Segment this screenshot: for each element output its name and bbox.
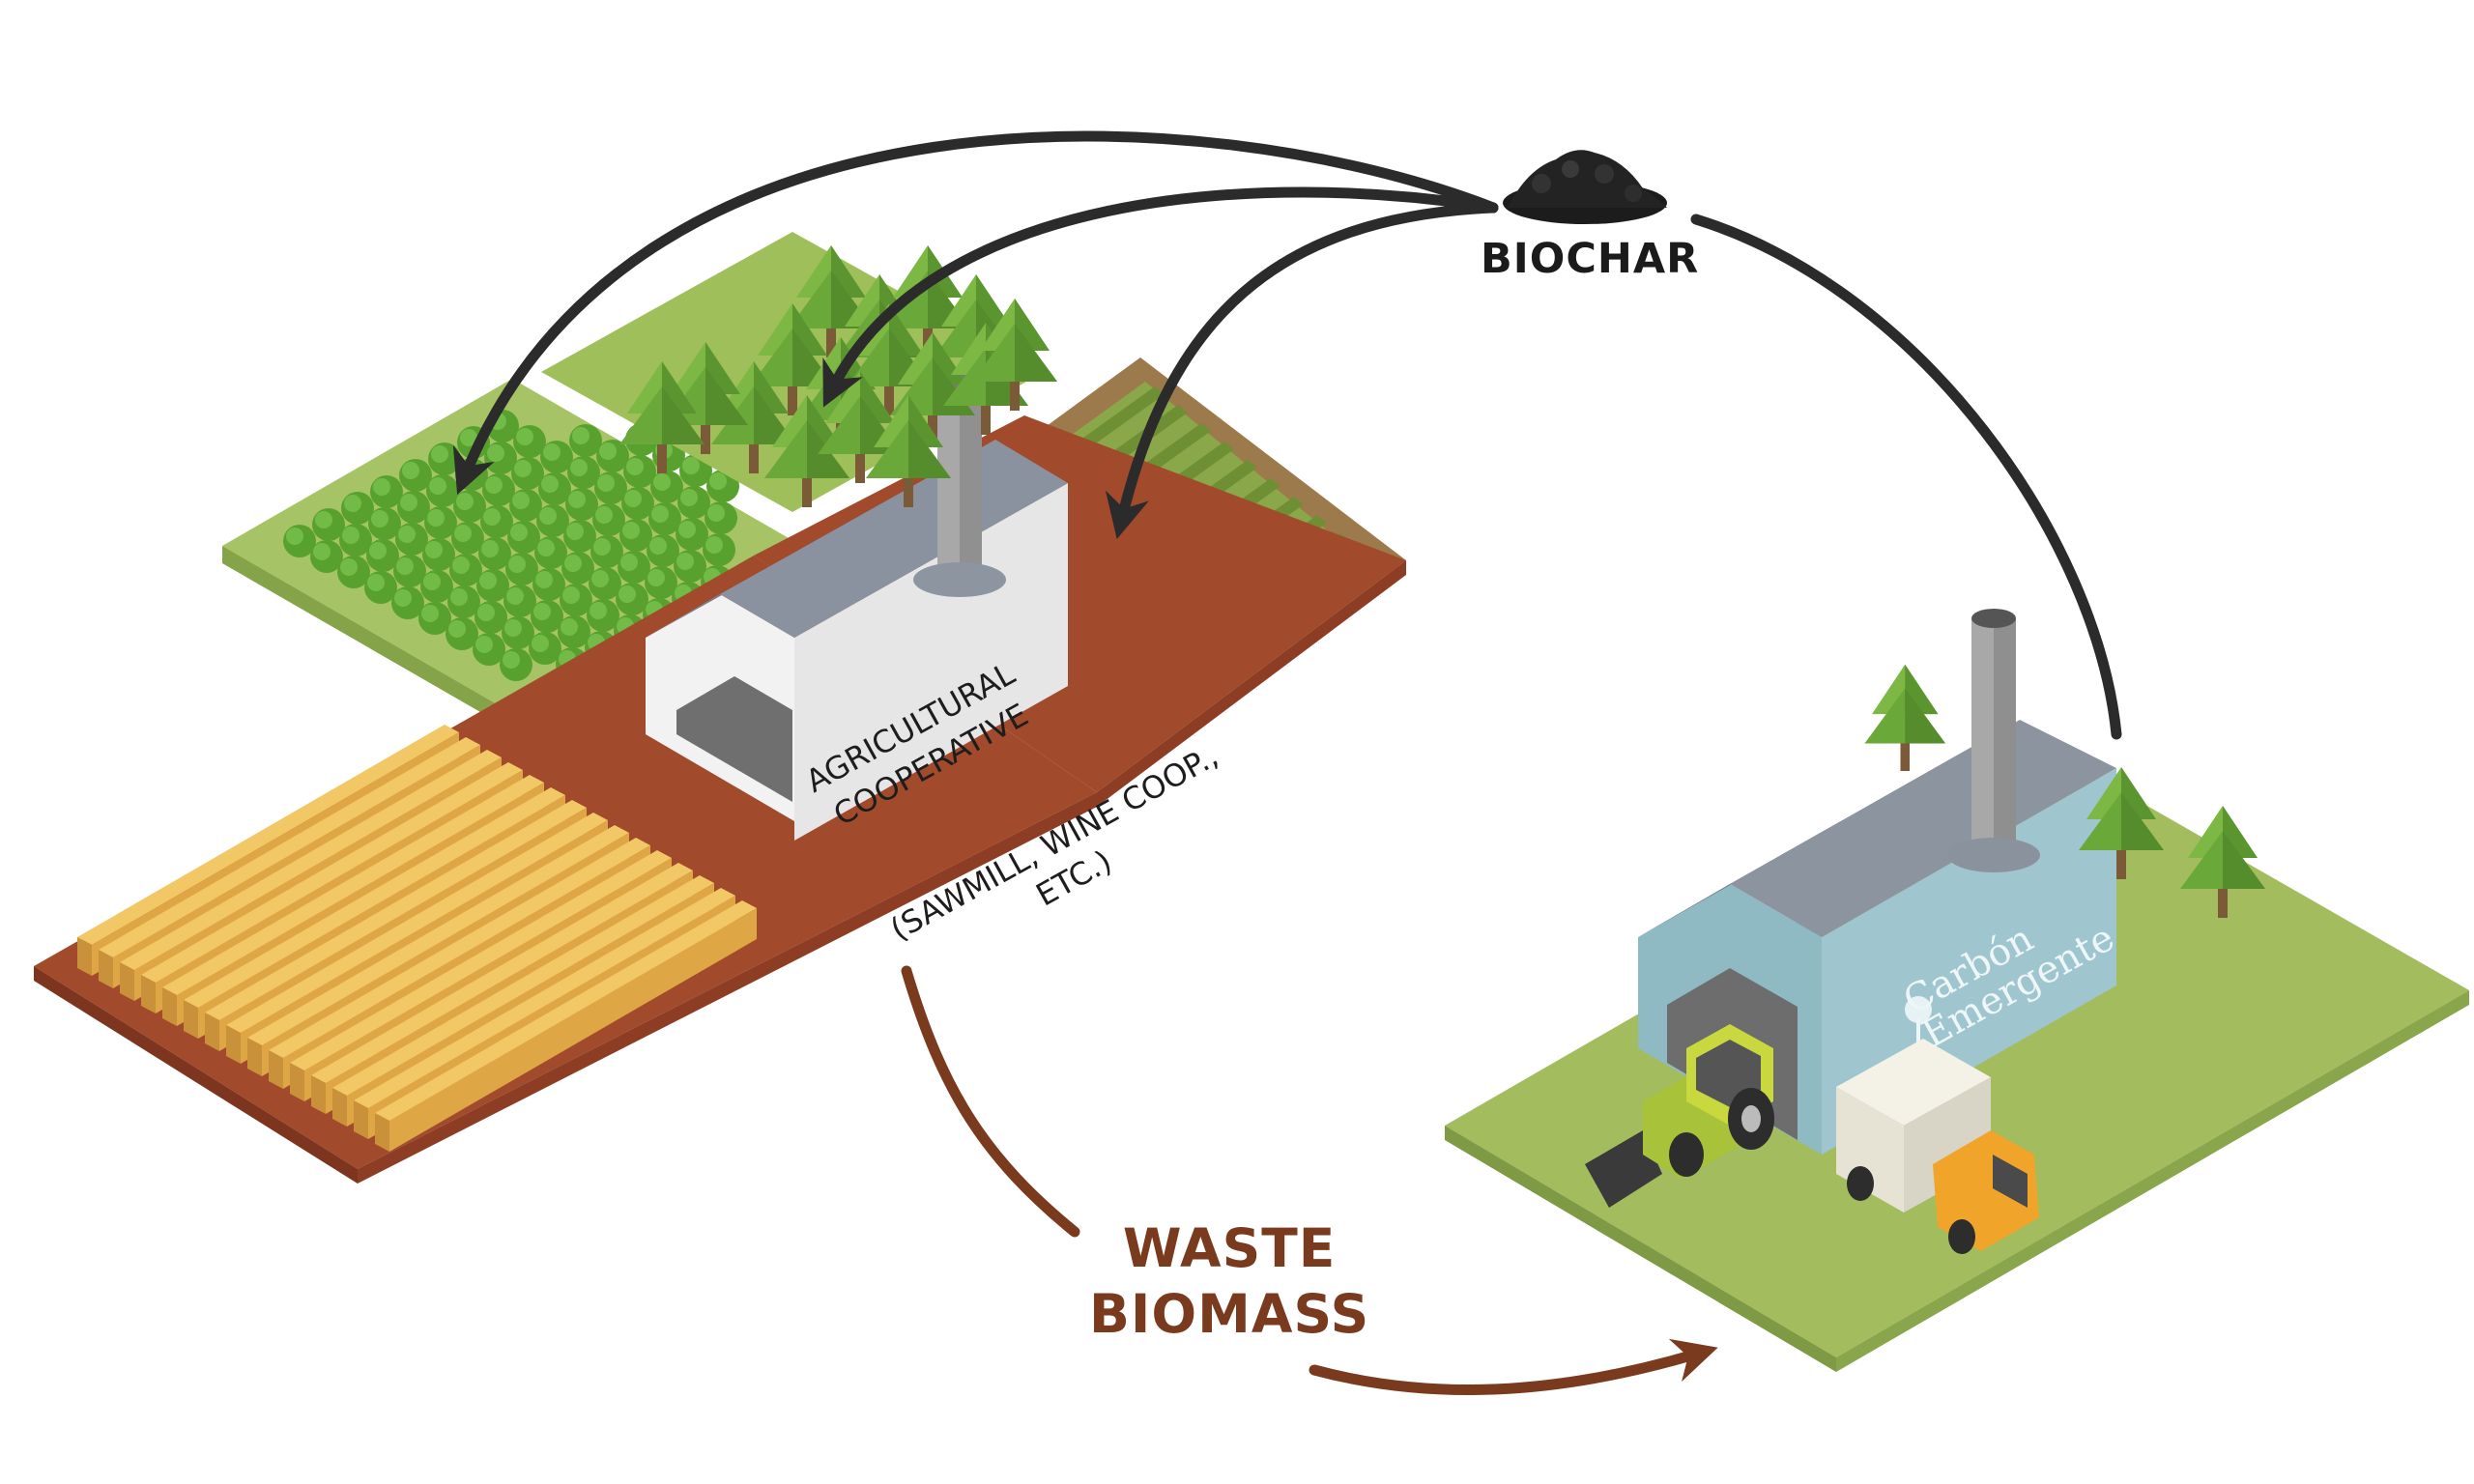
brand-tree-icon (1905, 996, 1932, 1046)
biochar-to-forest-arrow (822, 186, 1499, 408)
farm-island (34, 232, 1406, 1184)
plant-to-biochar-arc (1690, 214, 2122, 740)
biochar-pile-icon (1503, 150, 1667, 224)
bush-icon (703, 533, 735, 566)
bush-icon (705, 501, 737, 534)
tree-icon (1864, 664, 1946, 772)
biochar-arrows (452, 130, 2122, 740)
waste-biomass-label: WASTE BIOMASS (1089, 1215, 1369, 1347)
waste-label-line1: WASTE (1122, 1217, 1337, 1279)
lumber-stacks (77, 725, 757, 1152)
tractor-icon (1585, 1024, 1774, 1208)
plant-island (1445, 609, 2469, 1372)
label-to-plant-arrow (1309, 1338, 1718, 1396)
coop-to-label-arc (901, 965, 1080, 1238)
cooperative-building (646, 372, 1068, 841)
biochar-label: BIOCHAR (1481, 235, 1700, 283)
biochar-to-orchard-arrow (452, 130, 1499, 496)
biomass-arrows (901, 965, 1718, 1396)
waste-label-line2: BIOMASS (1089, 1283, 1370, 1345)
bush-icon (500, 648, 532, 681)
truck-icon (1836, 1039, 2039, 1254)
biochar-to-crops-arrow (1105, 202, 1499, 539)
